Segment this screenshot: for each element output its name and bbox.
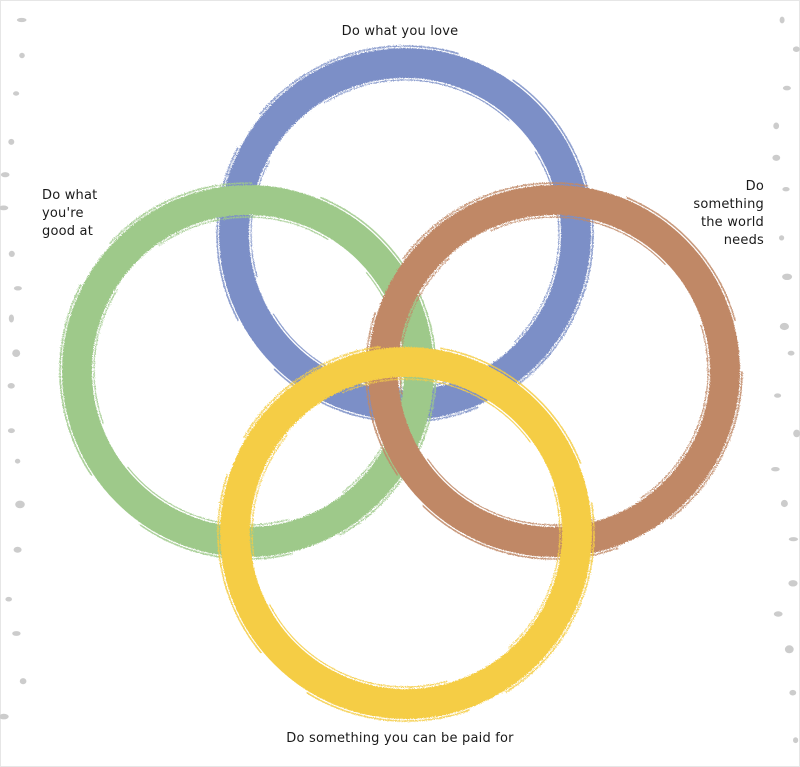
speckle <box>782 273 793 280</box>
speckle <box>16 17 27 23</box>
speckle <box>772 154 781 161</box>
speckle <box>7 428 15 434</box>
speckle <box>789 689 797 696</box>
speckle <box>779 16 785 24</box>
speckle <box>787 350 795 356</box>
right-speckle-border <box>771 16 800 744</box>
speckle <box>19 52 25 59</box>
paid-for-circle <box>217 344 595 722</box>
speckle <box>15 500 25 509</box>
speckle <box>792 46 800 52</box>
left-speckle-border <box>0 17 27 720</box>
speckle <box>779 322 790 331</box>
paid-for-label: Do something you can be paid for <box>286 731 514 746</box>
speckle <box>788 537 799 542</box>
speckle <box>14 458 21 464</box>
speckle <box>774 393 782 398</box>
speckle <box>8 138 15 145</box>
speckle <box>13 546 22 553</box>
speckle <box>782 85 791 91</box>
speckle <box>773 122 780 130</box>
speckle <box>773 611 783 617</box>
speckle <box>784 645 794 654</box>
speckle <box>12 349 21 358</box>
speckle <box>0 713 9 720</box>
speckle <box>780 499 788 508</box>
speckle <box>779 235 785 241</box>
world-needs-label: Do something the world needs <box>693 179 764 248</box>
good-at-label: Do what you're good at <box>42 188 98 239</box>
speckle <box>7 383 15 389</box>
speckle <box>13 91 20 96</box>
speckle <box>0 205 9 211</box>
love-label: Do what you love <box>341 24 459 39</box>
speckle <box>782 187 790 192</box>
speckle <box>771 467 780 472</box>
speckle <box>8 250 15 257</box>
speckle <box>793 429 800 438</box>
speckle <box>788 580 798 587</box>
speckle <box>793 737 799 744</box>
speckle <box>13 286 22 291</box>
speckle <box>8 314 14 323</box>
speckle <box>19 678 27 685</box>
speckle <box>0 172 10 178</box>
speckle <box>5 596 12 602</box>
speckle <box>12 631 21 636</box>
